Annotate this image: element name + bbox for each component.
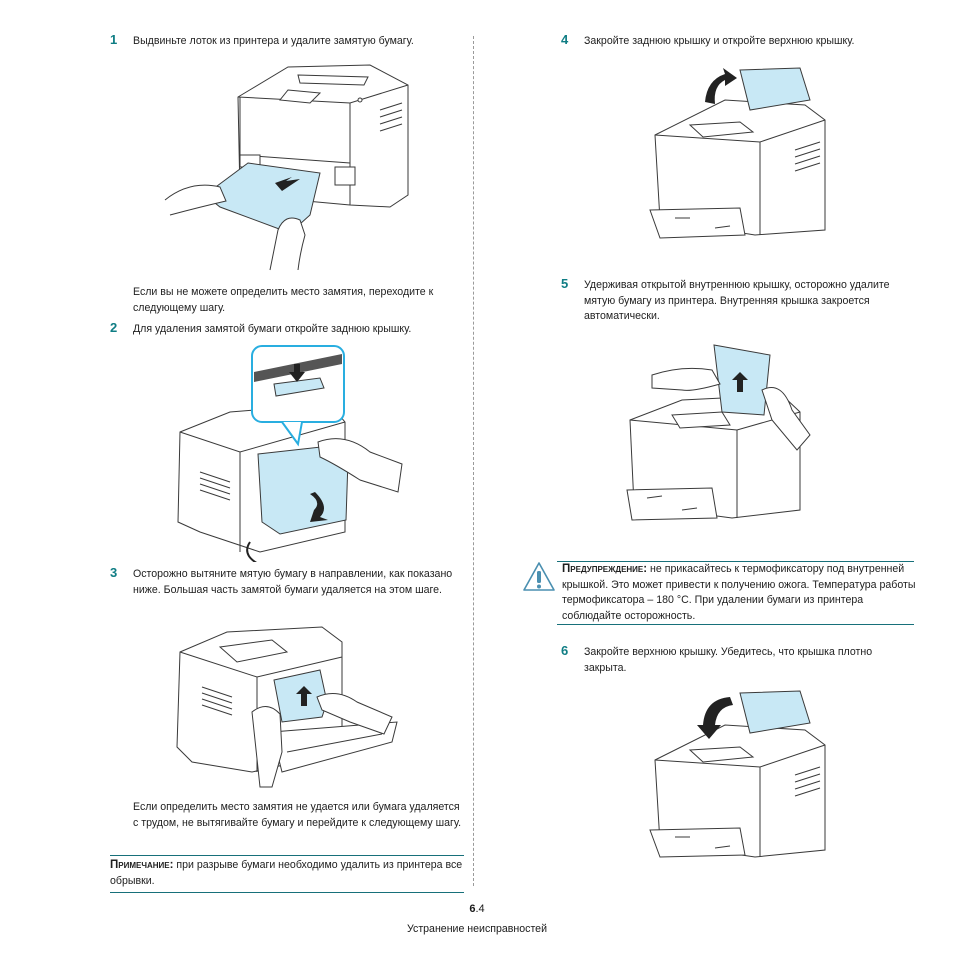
note-text: при разрыве бумаги необходимо удалить из…	[110, 859, 463, 887]
illustration-step-6	[649, 690, 826, 858]
note-label: Примечание:	[110, 859, 174, 871]
step-6-text: Закройте верхнюю крышку. Убедитесь, что …	[584, 646, 873, 674]
illustration-step-4	[649, 67, 826, 239]
note-top-rule	[110, 855, 464, 856]
step-4-text: Закройте заднюю крышку и откройте верхню…	[584, 35, 855, 47]
warning-label: Предупреждение:	[562, 563, 648, 575]
illustration-step-1	[164, 64, 409, 271]
step-number-1: 1	[110, 32, 118, 47]
step-3-text: Осторожно вытяните мятую бумагу в направ…	[133, 568, 453, 596]
step-number-5: 5	[561, 276, 569, 291]
step-3-followup-text: Если определить место замятия не удается…	[133, 801, 462, 829]
step-2-text: Для удаления замятой бумаги откройте зад…	[133, 323, 412, 335]
warning-text: не прикасайтесь к термофиксатору под вну…	[562, 563, 916, 622]
illustration-step-5	[626, 344, 811, 521]
illustration-step-2	[177, 345, 403, 562]
illustration-step-3	[176, 626, 398, 788]
warning-box: Предупреждение: не прикасайтесь к термоф…	[562, 562, 917, 624]
column-divider	[473, 36, 474, 886]
step-number-2: 2	[110, 320, 118, 335]
page-index: .4	[475, 903, 485, 915]
note-bottom-rule	[110, 892, 464, 893]
warning-bottom-rule	[557, 624, 914, 625]
step-5-text: Удерживая открытой внутреннюю крышку, ос…	[584, 279, 890, 323]
page-number: 6.4	[0, 903, 954, 915]
warning-top-rule	[557, 561, 914, 562]
step-number-4: 4	[561, 32, 569, 47]
footer-section-title: Устранение неисправностей	[407, 923, 547, 935]
step-1-followup-text: Если вы не можете определить место замят…	[133, 286, 434, 314]
step-number-3: 3	[110, 565, 118, 580]
note-box: Примечание: при разрыве бумаги необходим…	[110, 858, 464, 889]
step-number-6: 6	[561, 643, 569, 658]
chapter-number: 6	[469, 903, 476, 915]
step-1-text: Выдвиньте лоток из принтера и удалите за…	[133, 35, 414, 47]
warning-triangle-icon	[523, 562, 555, 591]
